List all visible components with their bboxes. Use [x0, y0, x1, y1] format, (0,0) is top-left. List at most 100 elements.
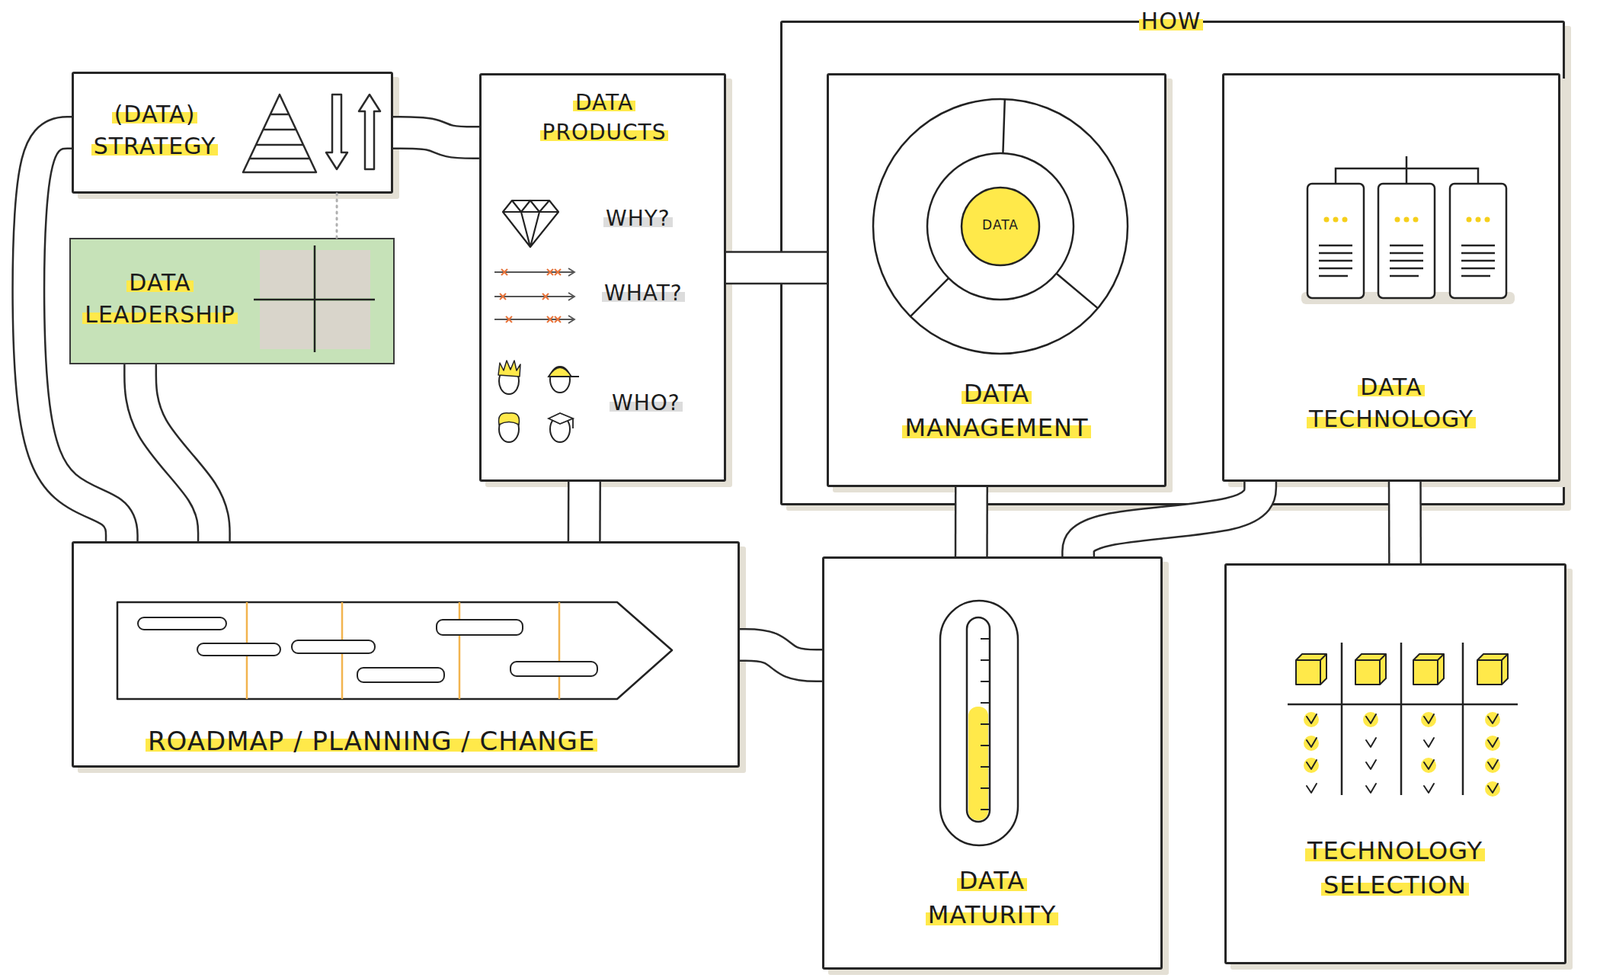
- pyramid-icon: [243, 94, 317, 173]
- task-bar: [436, 619, 523, 635]
- text-slot: DATA TECHNOLOGY: [1288, 371, 1495, 436]
- connector-group: [583, 481, 585, 541]
- node-title: DATA TECHNOLOGY: [1306, 373, 1476, 432]
- node-title: ROADMAP / PLANNING / CHANGE: [145, 725, 598, 756]
- pipe-hollow: [28, 132, 122, 541]
- server-led: [1466, 217, 1472, 223]
- pipe-connector: [28, 132, 122, 541]
- node-title: DATA LEADERSHIP: [82, 268, 238, 328]
- task-bar: [510, 661, 598, 676]
- check-highlight: [1420, 757, 1437, 773]
- pipe-connector: [726, 250, 827, 285]
- connector-group: [970, 486, 972, 557]
- pipe-connector: [954, 486, 989, 557]
- node-title: TECHNOLOGY SELECTION: [1305, 835, 1485, 900]
- server-led: [1404, 217, 1410, 223]
- connector-group: [1404, 481, 1405, 564]
- connector-group: [739, 644, 823, 666]
- node-question: WHO?: [609, 390, 683, 416]
- milestone-lines: [246, 601, 560, 699]
- dotted-connector: [335, 193, 338, 238]
- person-head: [550, 416, 570, 442]
- table-grid: [1287, 642, 1518, 795]
- node-title: DATA PRODUCTS: [540, 89, 669, 145]
- connector-group: [336, 193, 337, 238]
- text-slot: (DATA) STRATEGY: [78, 98, 231, 163]
- server-cabinet: [1307, 183, 1364, 298]
- server-led: [1484, 217, 1491, 223]
- topic-box: DATA TECHNOLOGY: [1222, 73, 1561, 482]
- cap-icon: [548, 367, 580, 377]
- connector-group: [726, 267, 827, 269]
- server-led: [1324, 217, 1330, 223]
- server-led: [1395, 217, 1401, 223]
- connector-group: [1078, 481, 1261, 557]
- server-shadow: [1301, 291, 1515, 304]
- topic-box: DATA MATURITY: [822, 556, 1163, 970]
- server-wiring: [1335, 156, 1479, 184]
- node-title: HOW: [1139, 7, 1204, 35]
- pipe-connector: [1078, 481, 1261, 557]
- check-highlight: [1484, 757, 1501, 773]
- pipe-hollow: [569, 481, 599, 541]
- grid-cell: [316, 249, 371, 298]
- server-cabinet: [1378, 183, 1435, 298]
- server-led: [1475, 217, 1482, 223]
- pipe-hollow: [726, 252, 827, 283]
- pipe-connector: [140, 364, 215, 541]
- check-highlight: [1303, 735, 1319, 751]
- task-bar: [137, 617, 227, 630]
- text-slot: WHY?: [603, 203, 711, 234]
- grid-cell: [259, 300, 314, 349]
- person-head: [499, 368, 519, 394]
- check-highlight: [1484, 735, 1501, 751]
- check-marks: [1306, 713, 1498, 793]
- thermometer-tube: [966, 617, 990, 822]
- person-head: [499, 416, 519, 442]
- thermometer-level: [968, 706, 989, 820]
- donut-outer: [873, 99, 1128, 354]
- donut-inner: [927, 153, 1074, 300]
- down-arrow-icon: [326, 94, 348, 170]
- task-bar: [291, 640, 375, 653]
- grid-cell: [259, 249, 314, 298]
- node-title: DATA MANAGEMENT: [902, 378, 1091, 442]
- text-slot: DATA MATURITY: [900, 863, 1084, 932]
- server-cabinet: [1449, 183, 1507, 298]
- check-highlight: [1303, 757, 1319, 773]
- curly-hair: [499, 412, 520, 425]
- topic-box: DATA MANAGEMENT: [826, 73, 1167, 487]
- pipe-hollow: [393, 132, 480, 143]
- task-bar: [197, 643, 281, 656]
- text-slot: DATA PRODUCTS: [528, 87, 681, 148]
- server-led: [1413, 217, 1419, 223]
- text-slot: WHO?: [609, 387, 717, 418]
- pipe-hollow: [1078, 481, 1261, 557]
- connector-group: [28, 132, 122, 541]
- pipe-connector: [393, 132, 480, 143]
- option-cube: [1477, 653, 1508, 685]
- server-led: [1333, 217, 1339, 223]
- topic-box: DATA PRODUCTS WHY? WHAT? WHO?: [479, 73, 727, 482]
- text-slot: HOW: [1129, 5, 1213, 38]
- data-core: [961, 187, 1040, 266]
- node-question: WHY?: [603, 205, 673, 231]
- check-highlight: [1484, 711, 1501, 727]
- option-cube: [1355, 653, 1386, 685]
- text-slot: ROADMAP / PLANNING / CHANGE: [145, 723, 710, 760]
- topic-box: (DATA) STRATEGY: [71, 71, 394, 194]
- topic-box: TECHNOLOGY SELECTION: [1224, 563, 1567, 964]
- text-slot: WHAT?: [601, 278, 709, 308]
- check-highlight: [1303, 711, 1319, 727]
- grid-cell: [316, 300, 371, 349]
- roadmap-arrow: [117, 601, 672, 699]
- server-led: [1342, 217, 1348, 223]
- text-slot: DATA MANAGEMENT: [882, 376, 1111, 445]
- topic-box: ROADMAP / PLANNING / CHANGE: [71, 540, 740, 768]
- grid-cross: [253, 245, 375, 352]
- option-cube: [1296, 653, 1327, 685]
- check-highlight: [1363, 711, 1379, 727]
- group-frame: DATA MANAGEMENTDATA TECHNOLOGYHOW: [780, 20, 1565, 506]
- text-slot: DATA LEADERSHIP: [72, 266, 248, 331]
